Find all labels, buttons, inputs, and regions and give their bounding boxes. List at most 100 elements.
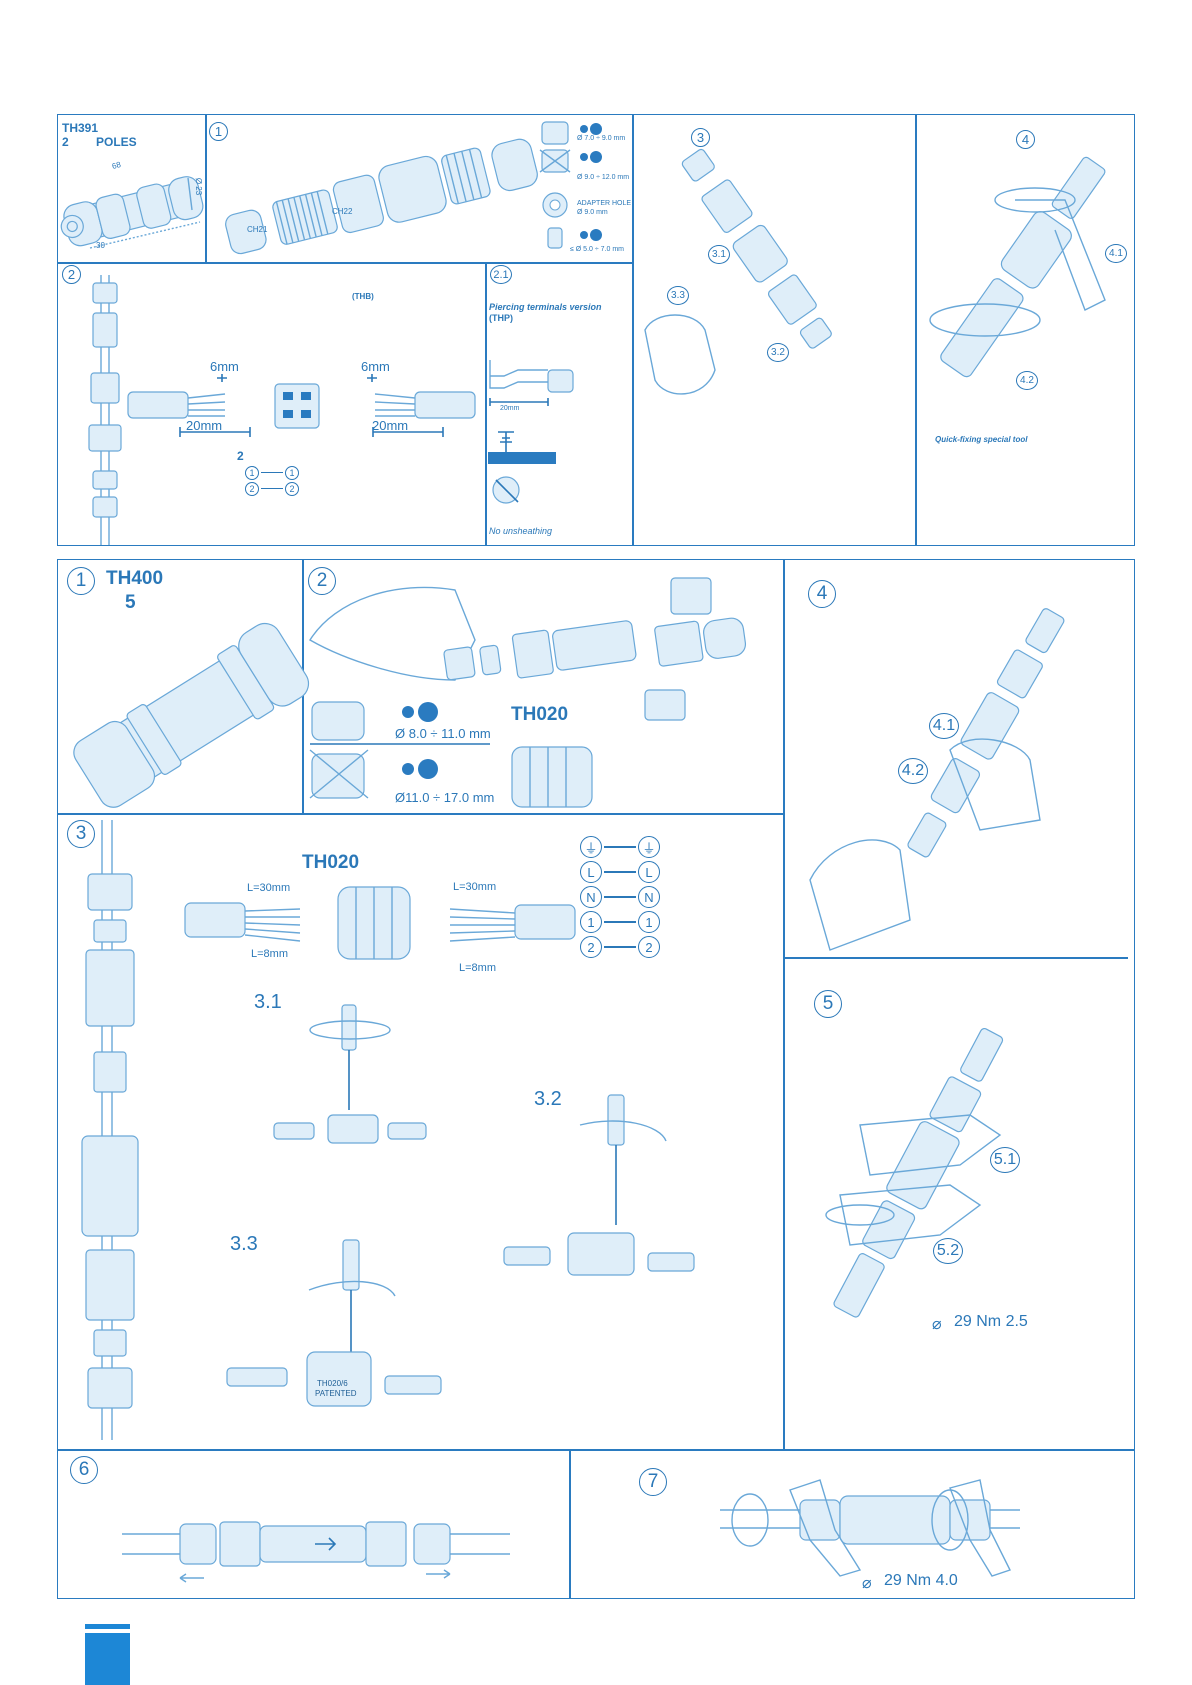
conductor-a: 2	[580, 936, 602, 958]
top-divider-1	[205, 114, 207, 262]
conductor-a: L	[580, 861, 602, 883]
dim-diameter: Ø 23	[194, 177, 204, 196]
sub-step-3-2: 3.2	[534, 1088, 562, 1110]
poles-count: 2	[62, 135, 69, 149]
conductor-a: ⏚	[580, 836, 602, 858]
pole-map-row: 1 1	[245, 466, 305, 482]
conductor-b: 2	[638, 936, 660, 958]
product-model: TH391	[62, 121, 99, 135]
b-step-5-torque: 29 Nm 2.5	[954, 1313, 1028, 1330]
b-step-7-torque: 29 Nm 4.0	[884, 1572, 958, 1589]
b-step-7-number: 7	[639, 1468, 667, 1496]
piercing-step-3-1-drawing	[273, 1004, 427, 1144]
conductor-b: 1	[638, 911, 660, 933]
sub-step-3-1: 3.1	[254, 991, 282, 1013]
conductor-b: N	[638, 886, 660, 908]
bottom-divider-h3	[57, 1449, 1135, 1451]
strip-long-left: 20mm	[186, 418, 223, 433]
adapter-hole-dia: Ø 9.0 mm	[577, 209, 608, 216]
piercing-title: Piercing terminals version	[489, 302, 602, 312]
exploded-connector-drawing	[225, 138, 538, 255]
bottom-divider-v3	[569, 1449, 571, 1599]
pole-map-b: 1	[285, 466, 299, 480]
top-panel	[57, 114, 1135, 546]
pole-count-label: 2	[237, 449, 244, 463]
bottom-divider-h2	[784, 957, 1128, 959]
thb-code: (THB)	[352, 292, 374, 301]
b-strip-cable-drawing	[184, 886, 576, 960]
b-step-5-1-marker: 5.1	[990, 1147, 1020, 1173]
step-3-1-marker: 3.1	[708, 245, 730, 264]
strip-short-left: 6mm	[210, 359, 239, 374]
step-3-number: 3	[691, 128, 710, 147]
page-corner-tab	[85, 1624, 130, 1629]
pole-map-a: 2	[245, 482, 259, 496]
hand-assembly-drawing	[644, 148, 832, 395]
piercing-step-3-3-drawing	[226, 1239, 442, 1407]
step-2-number: 2	[62, 265, 81, 284]
b-step-5-number: 5	[814, 990, 842, 1018]
b-step-3-number: 3	[67, 820, 95, 848]
tool-caption: Quick-fixing special tool	[935, 435, 1028, 444]
step-1-number: 1	[209, 122, 228, 141]
piercing-terminal-drawing	[488, 360, 574, 504]
nut-label-ch22: CH22	[332, 207, 353, 216]
strip-long-left-b: L=30mm	[247, 882, 291, 894]
b-tool-tightening-drawing	[825, 1027, 1004, 1318]
pole-map-row: 2 2	[245, 482, 305, 498]
bottom-divider-v2	[783, 559, 785, 1449]
seal-range-b: Ø11.0 ÷ 17.0 mm	[395, 790, 495, 805]
conductor-b: L	[638, 861, 660, 883]
step-3-3-marker: 3.3	[667, 286, 689, 305]
top-divider-horizontal	[57, 262, 632, 264]
b-step-4-2-marker: 4.2	[898, 758, 928, 784]
map-arrow	[604, 921, 636, 923]
map-arrow	[604, 946, 636, 948]
b-step-5-2-marker: 5.2	[933, 1238, 963, 1264]
b-step-1-number: 1	[67, 567, 95, 595]
small-cable-range: ≤ Ø 5.0 ÷ 7.0 mm	[570, 246, 624, 253]
strip-short-right: 6mm	[361, 359, 390, 374]
seal-range-1: Ø 7.0 ÷ 9.0 mm	[577, 135, 626, 142]
conductor-b: ⏚	[638, 836, 660, 858]
b-th020-model: TH020	[302, 852, 360, 873]
pole-map-a: 1	[245, 466, 259, 480]
pole-map-arrow	[261, 472, 283, 474]
top-divider-4	[915, 114, 917, 546]
b-step-6-number: 6	[70, 1456, 98, 1484]
b-step-2-number: 2	[308, 567, 336, 595]
map-arrow	[604, 846, 636, 848]
strip-short-left-b: L=8mm	[251, 948, 288, 960]
step-4-1-marker: 4.1	[1105, 244, 1127, 263]
pole-map-b: 2	[285, 482, 299, 496]
step-4-number: 4	[1016, 130, 1035, 149]
page-corner-tab-block	[85, 1633, 130, 1685]
strip-long-right: 20mm	[372, 418, 409, 433]
final-assembly-drawing	[122, 1521, 510, 1583]
th400-poles: 5	[125, 592, 136, 613]
map-arrow	[604, 896, 636, 898]
no-unsheathing-note: No unsheathing	[489, 526, 553, 536]
step-3-2-marker: 3.2	[767, 343, 789, 362]
dim-width: 30	[96, 241, 105, 250]
step-2-1-number: 2.1	[490, 265, 512, 284]
strip-long-right-b: L=30mm	[453, 881, 497, 893]
b-step-7-torque-icon: ⌀	[862, 1575, 872, 1592]
seal-range-a: Ø 8.0 ÷ 11.0 mm	[395, 726, 491, 741]
b-seal-options-drawing	[309, 701, 490, 799]
hand-exploded-drawing	[309, 577, 747, 721]
strip-cable-drawing	[127, 374, 476, 437]
final-tightening-drawing	[720, 1479, 1020, 1577]
seal-options-drawing	[539, 121, 602, 249]
th020-block-drawing	[511, 746, 593, 808]
b-step-4-1-marker: 4.1	[929, 713, 959, 739]
th400-model: TH400	[106, 568, 164, 589]
b-hand-assembly-drawing	[809, 608, 1065, 951]
b-vertical-assembly-drawing	[81, 820, 139, 1440]
vertical-assembly-drawing	[88, 275, 122, 545]
nut-label-ch21: CH21	[247, 225, 268, 234]
poles-label: POLES	[96, 135, 137, 149]
b-step-4-number: 4	[808, 580, 836, 608]
th391-connector-drawing	[60, 176, 204, 249]
thp-code: (THP)	[489, 313, 513, 323]
